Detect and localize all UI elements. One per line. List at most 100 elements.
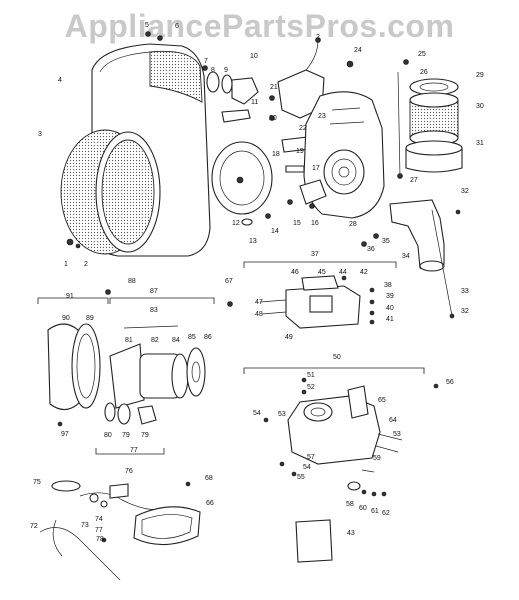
callout-c28: 28 bbox=[349, 221, 357, 228]
callout-c13: 13 bbox=[249, 238, 257, 245]
callout-c4: 4 bbox=[58, 77, 62, 84]
callout-c36: 36 bbox=[367, 246, 375, 253]
callout-c20: 20 bbox=[269, 115, 277, 122]
callout-c85: 85 bbox=[188, 334, 196, 341]
callout-c35: 35 bbox=[382, 238, 390, 245]
callout-c39: 39 bbox=[386, 293, 394, 300]
callout-c46: 46 bbox=[291, 269, 299, 276]
harness-and-gasket-66-76 bbox=[39, 480, 201, 581]
callout-c67: 67 bbox=[225, 278, 233, 285]
callout-c32: 32 bbox=[461, 188, 469, 195]
callout-c15: 15 bbox=[293, 220, 301, 227]
rewind-cover-part-3 bbox=[60, 129, 161, 255]
callout-c73: 73 bbox=[81, 522, 89, 529]
callout-c21: 21 bbox=[270, 84, 278, 91]
callout-c74: 74 bbox=[95, 516, 103, 523]
carburetor-group-37 bbox=[243, 261, 397, 329]
callout-c52: 52 bbox=[307, 384, 315, 391]
callout-c18: 18 bbox=[272, 151, 280, 158]
callout-c30: 30 bbox=[476, 103, 484, 110]
callout-c10: 10 bbox=[250, 53, 258, 60]
callout-c77b: 77 bbox=[130, 447, 138, 454]
callout-c29: 29 bbox=[476, 72, 484, 79]
callout-c9: 9 bbox=[224, 67, 228, 74]
callout-c66: 66 bbox=[206, 500, 214, 507]
callout-c88: 88 bbox=[128, 278, 136, 285]
callout-c2: 2 bbox=[84, 261, 88, 268]
callout-c56: 56 bbox=[446, 379, 454, 386]
callout-c2b: 2 bbox=[316, 34, 320, 41]
intake-elbow-parts-32-36 bbox=[361, 199, 461, 319]
callout-c87: 87 bbox=[150, 288, 158, 295]
callout-c23: 23 bbox=[318, 113, 326, 120]
callout-c5: 5 bbox=[145, 22, 149, 29]
callout-c27: 27 bbox=[410, 177, 418, 184]
callout-c54b: 54 bbox=[303, 464, 311, 471]
callout-c90: 90 bbox=[62, 315, 70, 322]
callout-c89: 89 bbox=[86, 315, 94, 322]
callout-c44: 44 bbox=[339, 269, 347, 276]
callout-c76: 76 bbox=[125, 468, 133, 475]
callout-c91: 91 bbox=[66, 293, 74, 300]
small-hardware-5-7 bbox=[145, 31, 208, 71]
callout-c16: 16 bbox=[311, 220, 319, 227]
callout-c6: 6 bbox=[175, 23, 179, 30]
callout-c49: 49 bbox=[285, 334, 293, 341]
callout-c41: 41 bbox=[386, 316, 394, 323]
callout-c11: 11 bbox=[251, 99, 258, 106]
callout-c80: 80 bbox=[104, 432, 112, 439]
callout-c38: 38 bbox=[384, 282, 392, 289]
callout-c37: 37 bbox=[311, 251, 319, 258]
callout-c65: 65 bbox=[378, 397, 386, 404]
callout-c7: 7 bbox=[204, 58, 208, 65]
callout-c22: 22 bbox=[299, 125, 307, 132]
callout-c64: 64 bbox=[389, 417, 397, 424]
callout-c25: 25 bbox=[418, 51, 426, 58]
callout-c32b: 32 bbox=[461, 308, 469, 315]
callout-c19: 19 bbox=[296, 148, 304, 155]
callout-c53b: 53 bbox=[393, 431, 401, 438]
callout-c77: 77 bbox=[95, 527, 103, 534]
callout-c83: 83 bbox=[150, 307, 158, 314]
callout-c33: 33 bbox=[461, 288, 469, 295]
starter-group-87-91 bbox=[37, 289, 233, 455]
callout-c45: 45 bbox=[318, 269, 326, 276]
callout-c40: 40 bbox=[386, 305, 394, 312]
callout-c14: 14 bbox=[271, 228, 279, 235]
callout-c79: 79 bbox=[141, 432, 149, 439]
callout-c53: 53 bbox=[278, 411, 286, 418]
air-cleaner-parts-29-31 bbox=[397, 59, 463, 179]
callout-c78: 78 bbox=[96, 536, 104, 543]
callout-c48: 48 bbox=[255, 311, 263, 318]
callout-c50: 50 bbox=[333, 354, 341, 361]
callout-c54: 54 bbox=[253, 410, 261, 417]
callout-c3: 3 bbox=[38, 131, 42, 138]
watermark-logo: AppliancePartsPros.com bbox=[64, 8, 455, 44]
callout-c47: 47 bbox=[255, 299, 263, 306]
flywheel-parts-8-11 bbox=[206, 71, 259, 123]
callout-c51: 51 bbox=[307, 372, 315, 379]
callout-c82: 82 bbox=[151, 337, 159, 344]
callout-c62: 62 bbox=[382, 510, 390, 517]
fuel-manifold-group-50 bbox=[243, 367, 439, 497]
callout-c43: 43 bbox=[347, 530, 355, 537]
callout-c61: 61 bbox=[371, 508, 379, 515]
callout-c42: 42 bbox=[360, 269, 368, 276]
callout-c24: 24 bbox=[354, 47, 362, 54]
callout-c75: 75 bbox=[33, 479, 41, 486]
callout-c79b: 79 bbox=[122, 432, 130, 439]
callout-c34: 34 bbox=[402, 253, 410, 260]
callout-c12: 12 bbox=[232, 220, 240, 227]
callout-c26: 26 bbox=[420, 69, 428, 76]
callout-c81: 81 bbox=[125, 337, 133, 344]
flywheel-part-12 bbox=[211, 141, 273, 226]
callout-c86: 86 bbox=[204, 334, 212, 341]
callout-c58: 58 bbox=[346, 501, 354, 508]
callout-c57: 57 bbox=[307, 454, 315, 461]
decal-part-43 bbox=[295, 519, 333, 563]
callout-c72: 72 bbox=[30, 523, 38, 530]
callout-c60: 60 bbox=[359, 505, 367, 512]
